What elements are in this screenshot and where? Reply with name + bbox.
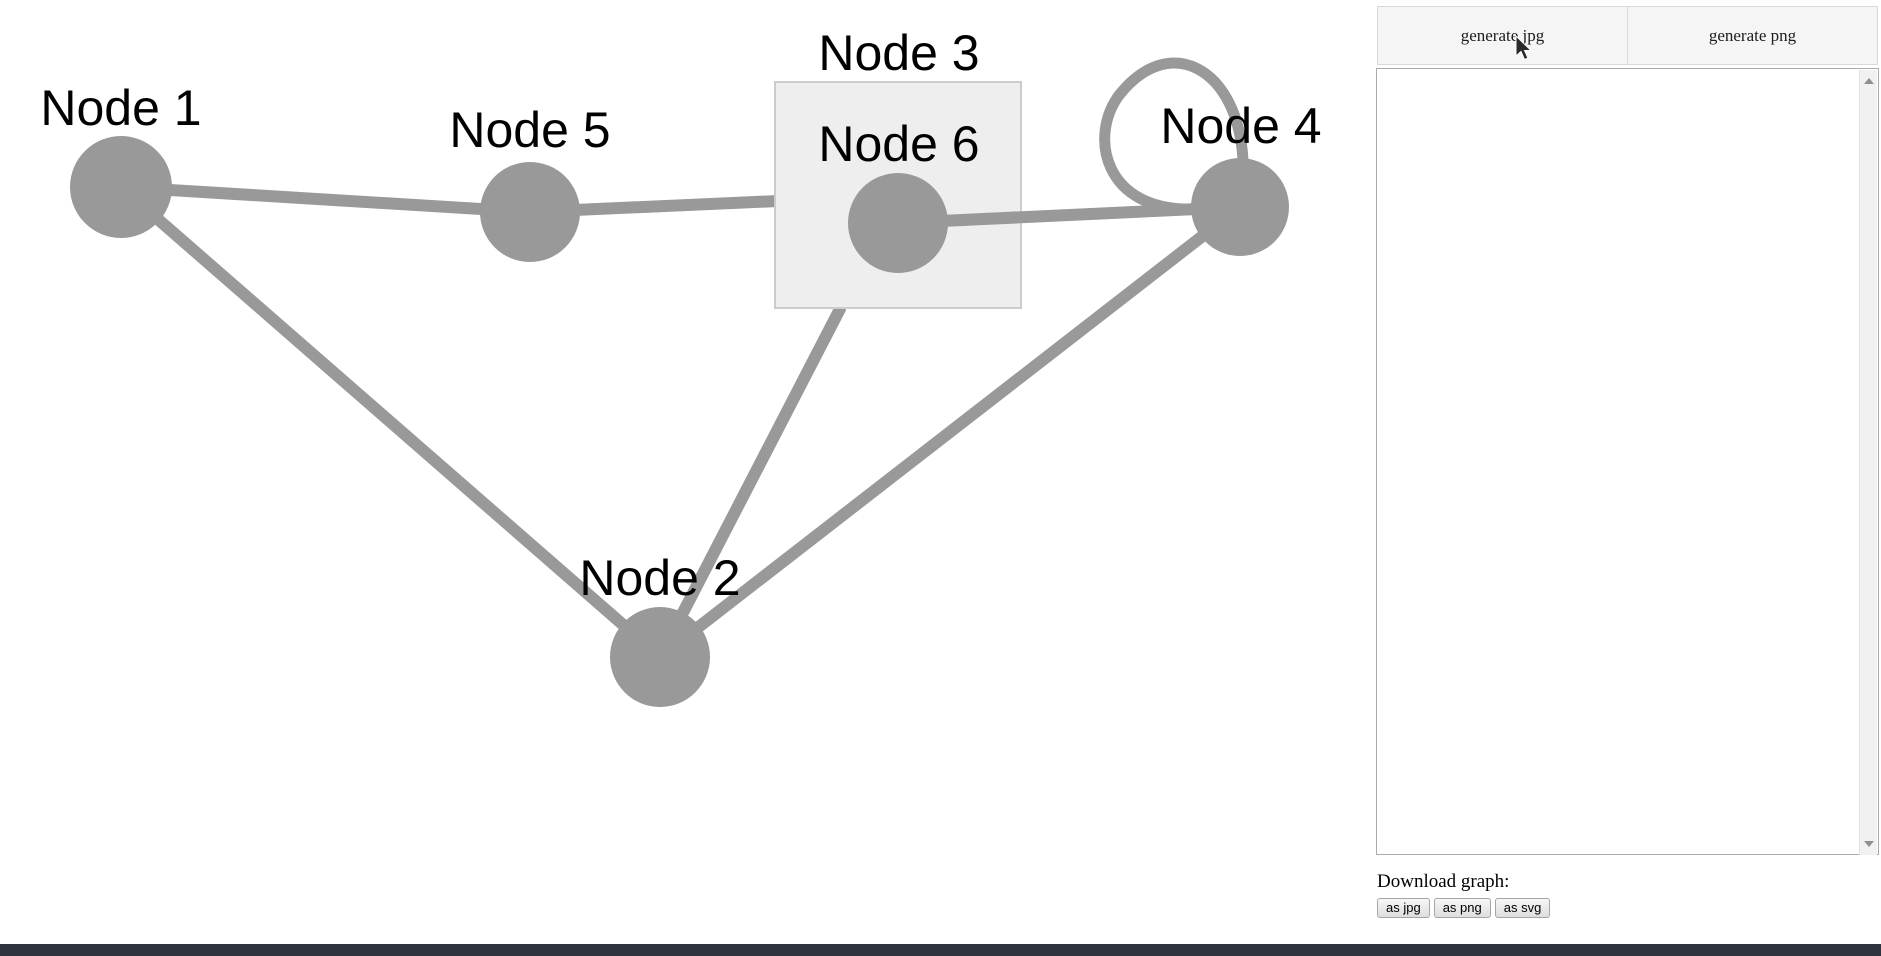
- label-layer: Node 1 Node 5 Node 3 Node 6 Node 4 Node …: [40, 25, 1321, 606]
- node-1-label: Node 1: [40, 80, 201, 136]
- node-5[interactable]: [480, 162, 580, 262]
- edge-node1-node2[interactable]: [117, 182, 664, 662]
- scroll-up-icon[interactable]: [1864, 78, 1874, 84]
- node-layer: [70, 136, 1289, 707]
- generate-jpg-button[interactable]: generate jpg: [1377, 6, 1628, 65]
- edge-node1-node5[interactable]: [120, 181, 531, 218]
- edge-node2-node3[interactable]: [654, 304, 847, 660]
- download-graph-label: Download graph:: [1377, 871, 1510, 892]
- node-5-label: Node 5: [449, 102, 610, 158]
- node-4[interactable]: [1191, 158, 1289, 256]
- node-1[interactable]: [70, 136, 172, 238]
- edge-node2-node4[interactable]: [656, 202, 1244, 662]
- mouse-cursor-icon: [1515, 36, 1533, 61]
- generate-png-button[interactable]: generate png: [1627, 6, 1878, 65]
- generate-png-label: generate png: [1708, 25, 1797, 45]
- download-as-png-button[interactable]: as png: [1433, 898, 1491, 918]
- scroll-down-icon[interactable]: [1864, 841, 1874, 847]
- edge-node6-node4[interactable]: [897, 201, 1241, 229]
- edge-node4-self-loop[interactable]: [1099, 57, 1249, 215]
- node-3-label: Node 3: [818, 25, 979, 81]
- node-4-label: Node 4: [1160, 98, 1321, 154]
- preview-scrollbar[interactable]: [1859, 70, 1877, 855]
- download-as-svg-button[interactable]: as svg: [1494, 898, 1551, 918]
- bottom-status-bar: [0, 944, 1881, 956]
- node-2[interactable]: [610, 607, 710, 707]
- generate-jpg-label: generate jpg: [1460, 25, 1545, 45]
- node-6-label: Node 6: [818, 116, 979, 172]
- download-buttons-row: as jpg as png as svg: [1377, 898, 1551, 918]
- node-6[interactable]: [848, 173, 948, 273]
- node-2-label: Node 2: [579, 550, 740, 606]
- download-as-jpg-button[interactable]: as jpg: [1377, 898, 1430, 918]
- image-preview-area: [1376, 68, 1879, 855]
